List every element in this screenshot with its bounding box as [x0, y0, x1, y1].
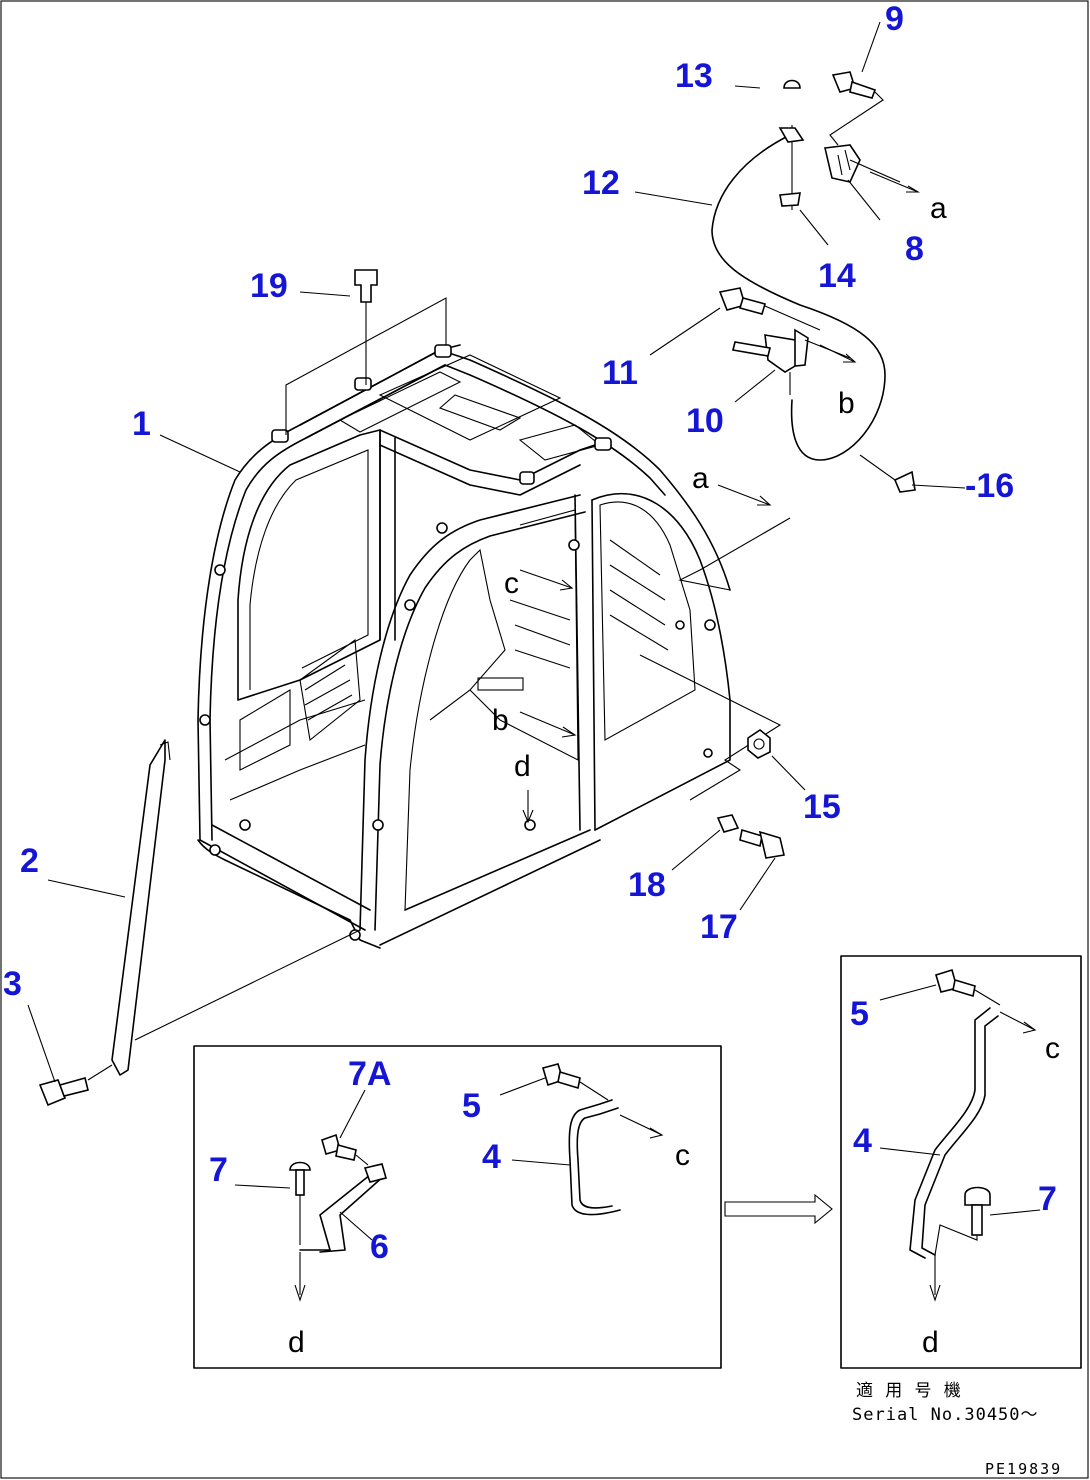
- reference-arrows: [519, 171, 920, 824]
- drawing-code: PE19839: [985, 1460, 1062, 1478]
- callout-7A: 7A: [348, 1055, 391, 1093]
- harness-clamp-assembly: [634, 21, 966, 493]
- callout-15: 15: [803, 788, 841, 826]
- ref-d-inset-old: d: [288, 1326, 305, 1359]
- callout-13: 13: [675, 57, 713, 95]
- inset-new-type: [840, 955, 1082, 1369]
- callout-12: 12: [582, 164, 620, 202]
- rod-2-bolt-3: [27, 434, 361, 1107]
- cab-frame: [197, 344, 731, 949]
- ref-b-frame: b: [492, 704, 509, 737]
- callout-3: 3: [3, 965, 22, 1003]
- callout-5-inset-old: 5: [462, 1087, 481, 1125]
- ref-c-frame: c: [504, 567, 519, 600]
- ref-c-inset-new: c: [1045, 1032, 1060, 1065]
- callout-11: 11: [602, 354, 638, 392]
- callout-7-inset-old: 7: [209, 1151, 228, 1189]
- footnote-applicable-units: 適 用 号 機: [856, 1381, 962, 1401]
- callout-4-inset-new: 4: [853, 1122, 872, 1160]
- callout-14: 14: [818, 257, 856, 295]
- inset-old-type: [193, 1045, 722, 1369]
- bolt-19-assembly: [285, 269, 447, 435]
- callout-1: 1: [132, 405, 151, 443]
- ref-b-clamp: b: [838, 387, 855, 420]
- callout-6: 6: [370, 1228, 389, 1266]
- callout-19: 19: [250, 267, 288, 305]
- callout-10: 10: [686, 402, 724, 440]
- callout-2: 2: [20, 842, 39, 880]
- ref-c-inset-old: c: [675, 1139, 690, 1172]
- callout-7-inset-new: 7: [1038, 1180, 1057, 1218]
- callout-9: 9: [885, 0, 904, 38]
- callout-18: 18: [628, 866, 666, 904]
- transition-arrow: [724, 1193, 833, 1225]
- callout-16: -16: [965, 467, 1014, 505]
- ref-d-frame: d: [514, 750, 531, 783]
- footnote-serial-number: Serial No.30450～: [852, 1405, 1039, 1425]
- callout-4-inset-old: 4: [482, 1138, 501, 1176]
- callout-8: 8: [905, 230, 924, 268]
- ref-a-top: a: [930, 192, 947, 225]
- ref-a-frame: a: [692, 462, 709, 495]
- ref-d-inset-new: d: [922, 1326, 939, 1359]
- callout-17: 17: [700, 908, 738, 946]
- callout-5-inset-new: 5: [850, 995, 869, 1033]
- bolt-17-washer-18: [671, 814, 785, 911]
- nut-15: [747, 729, 806, 791]
